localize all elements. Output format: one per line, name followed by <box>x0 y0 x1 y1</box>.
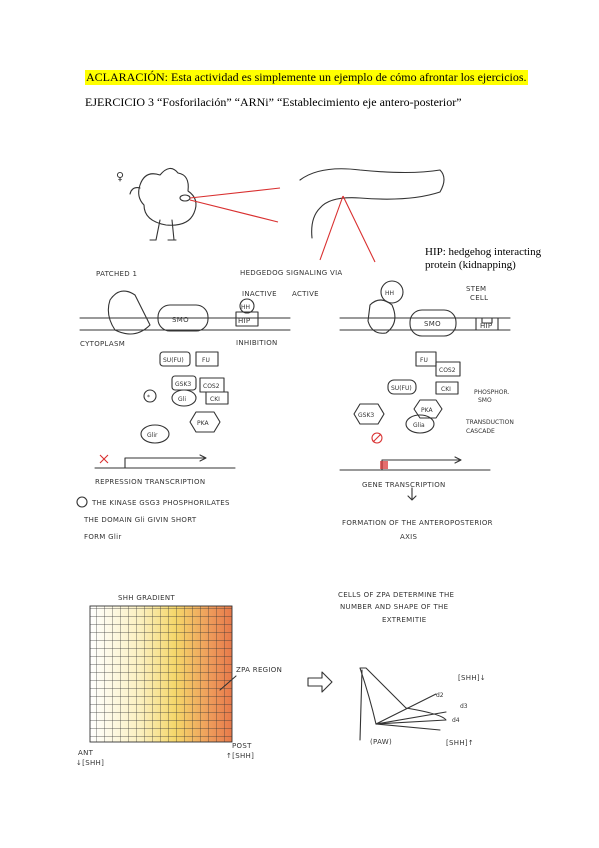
label-inactive: INACTIVE <box>242 290 277 298</box>
kinase-note-2: THE DOMAIN Gli GIVIN SHORT <box>83 516 197 524</box>
label-d4: d4 <box>452 717 460 724</box>
label-signaling: HEDGEDOG SIGNALING VIA <box>240 269 343 277</box>
label-star-left: * <box>147 394 150 401</box>
label-stem: STEM <box>466 285 486 293</box>
label-hip-left: HIP <box>238 317 250 325</box>
label-shh-down: [SHH]↓ <box>458 674 486 682</box>
inhibition-symbol <box>371 432 383 444</box>
pointer-line-2 <box>189 199 279 223</box>
label-glia: Glia <box>413 422 425 429</box>
label-fu-right: FU <box>420 357 428 364</box>
hip-annotation: HIP: hedgehog interacting protein (kidna… <box>425 246 541 272</box>
female-symbol: ♀ <box>116 170 124 183</box>
label-cki-left: CKI <box>210 396 220 403</box>
formation-note-2: AXIS <box>400 533 418 541</box>
label-gli-left: Gli <box>178 396 186 403</box>
label-gsk3-right: GSK3 <box>358 412 374 419</box>
label-cytoplasm: CYTOPLASM <box>80 340 125 348</box>
label-transduction: TRANSDUCTION <box>465 419 514 426</box>
label-shh-gradient: SHH GRADIENT <box>118 594 175 602</box>
label-repression: REPRESSION TRANSCRIPTION <box>95 478 205 486</box>
embryo-drawing <box>299 168 445 239</box>
complex-right <box>353 351 461 434</box>
pointer-line-1 <box>189 187 281 199</box>
label-fu-left: FU <box>202 357 210 364</box>
zpa-pointer <box>219 675 237 691</box>
label-cascade: CASCADE <box>466 428 495 435</box>
arrow-right-icon <box>307 671 333 693</box>
label-post: POST <box>232 742 252 750</box>
label-gsk3-left: GSK3 <box>175 381 191 388</box>
exercise-title: EJERCICIO 3 “Fosforilación” “ARNi” “Esta… <box>85 95 462 109</box>
label-shh-up: [SHH]↑ <box>446 739 474 747</box>
label-hh-right: HH <box>385 290 394 297</box>
zpa-note-2: NUMBER AND SHAPE OF THE <box>340 603 448 611</box>
membrane-right <box>339 280 511 337</box>
zpa-note-1: CELLS OF ZPA DETERMINE THE <box>338 591 454 599</box>
label-patched: PATCHED 1 <box>96 270 137 278</box>
label-paw: (PAW) <box>370 738 392 746</box>
zpa-note-3: EXTREMITIE <box>382 616 427 624</box>
label-active: ACTIVE <box>292 290 319 298</box>
label-phosphor: PHOSPHOR. <box>474 389 509 396</box>
label-cos2-right: COS2 <box>439 367 456 374</box>
hh-node-left <box>239 298 255 314</box>
complex-left <box>140 351 229 444</box>
kinase-note-3: FORM Glir <box>84 533 122 541</box>
gene-transcription-line <box>339 456 491 501</box>
repression-cross <box>99 454 109 464</box>
clarification-note: ACLARACIÓN: Esta actividad es simplement… <box>85 70 528 85</box>
label-zpa-region: ZPA REGION <box>236 666 282 674</box>
label-sufu-right: SU(FU) <box>391 385 412 392</box>
label-hip-right: HIP <box>480 322 492 330</box>
label-cos2-left: COS2 <box>203 383 220 390</box>
label-ant-shh: ↓[SHH] <box>76 759 104 767</box>
label-sufu-left: SU(FU) <box>163 357 184 364</box>
label-hh-left: HH <box>241 304 250 311</box>
label-ant: ANT <box>78 749 94 757</box>
pointer-line-3 <box>319 195 344 261</box>
star-bullet <box>76 496 88 508</box>
paw-drawing <box>359 667 447 741</box>
repression-line <box>94 454 236 469</box>
label-d3: d3 <box>460 703 468 710</box>
label-inhibition: INHIBITION <box>236 339 278 347</box>
shh-grid <box>89 605 233 743</box>
red-marker <box>380 461 388 469</box>
label-d2: d2 <box>436 692 444 699</box>
label-cki-right: CKI <box>441 386 451 393</box>
label-pka-right: PKA <box>421 407 433 414</box>
label-pka-left: PKA <box>197 420 209 427</box>
hip-annotation-line-1: HIP: hedgehog interacting <box>425 246 542 258</box>
label-glir: Glir <box>147 432 158 439</box>
label-smo-left: SMO <box>172 316 189 324</box>
label-gene-transcription: GENE TRANSCRIPTION <box>362 481 446 489</box>
label-cell: CELL <box>470 294 488 302</box>
label-phosphor-smo: SMO <box>478 397 492 404</box>
membrane-left <box>79 290 291 335</box>
label-post-shh: ↑[SHH] <box>226 752 254 760</box>
pointer-line-4 <box>342 195 376 263</box>
label-smo-right: SMO <box>424 320 441 328</box>
kinase-note-1: THE KINASE GSG3 PHOSPHORILATES <box>91 499 230 507</box>
chicken-drawing <box>129 167 197 241</box>
hip-annotation-line-2: protein (kidnapping) <box>425 259 516 271</box>
formation-note-1: FORMATION OF THE ANTEROPOSTERIOR <box>342 519 493 527</box>
